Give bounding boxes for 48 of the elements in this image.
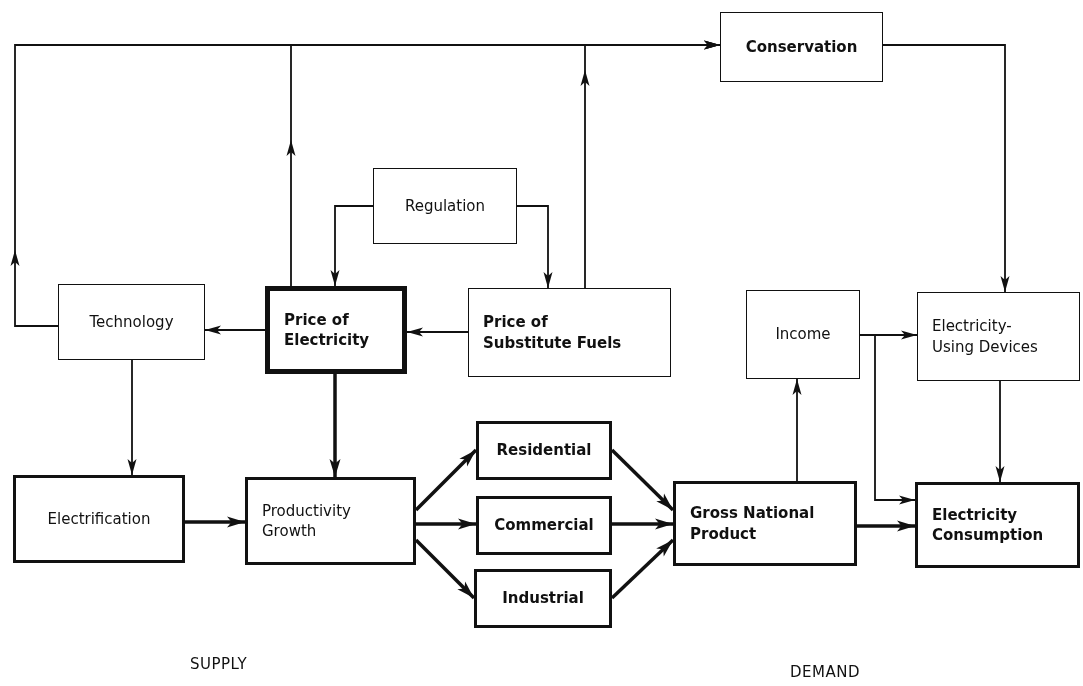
process-box	[476, 496, 612, 555]
arrow	[610, 448, 675, 512]
arrow	[414, 538, 476, 600]
arrow	[416, 518, 476, 530]
box-label: Price of Substitute Fuels	[483, 312, 623, 353]
arrow	[414, 448, 478, 512]
process-box	[746, 290, 860, 379]
box-label: Productivity Growth	[262, 500, 352, 542]
box-label: Residential	[496, 440, 592, 461]
process-box	[58, 284, 205, 360]
arrow	[859, 334, 916, 505]
box-label: Technology	[89, 311, 174, 333]
process-box	[476, 421, 612, 480]
arrow	[406, 327, 469, 337]
arrow	[329, 374, 341, 477]
arrow	[204, 325, 266, 335]
section-label: SUPPLY	[190, 655, 248, 673]
arrow	[995, 380, 1005, 483]
box-label: Industrial	[502, 588, 584, 609]
highlighted-process-box	[265, 286, 407, 374]
arrow	[516, 205, 553, 289]
box-label: Electricity Consumption	[932, 504, 1045, 546]
arrow	[882, 44, 1010, 293]
process-box	[13, 475, 185, 563]
box-label: Electrification	[47, 508, 151, 530]
arrow	[792, 378, 802, 482]
arrow	[612, 518, 673, 530]
process-box	[917, 292, 1080, 381]
arrow	[330, 205, 374, 287]
box-label: Gross National Product	[690, 503, 816, 544]
process-box	[468, 288, 671, 377]
box-label: Price of Electricity	[284, 309, 371, 351]
process-box	[474, 569, 612, 628]
box-label: Regulation	[404, 195, 486, 217]
box-label: Commercial	[494, 515, 594, 536]
process-box	[245, 477, 416, 565]
section-label: DEMAND	[790, 663, 860, 681]
box-label: Income	[775, 324, 831, 345]
arrow	[127, 359, 137, 476]
arrow	[857, 520, 915, 532]
process-box	[673, 481, 857, 566]
process-box	[915, 482, 1080, 568]
arrow	[610, 538, 675, 600]
box-label: Electricity-Using Devices	[932, 316, 1039, 357]
box-label: Conservation	[745, 36, 858, 58]
arrow	[185, 516, 245, 528]
process-box	[720, 12, 883, 82]
process-box	[373, 168, 517, 244]
